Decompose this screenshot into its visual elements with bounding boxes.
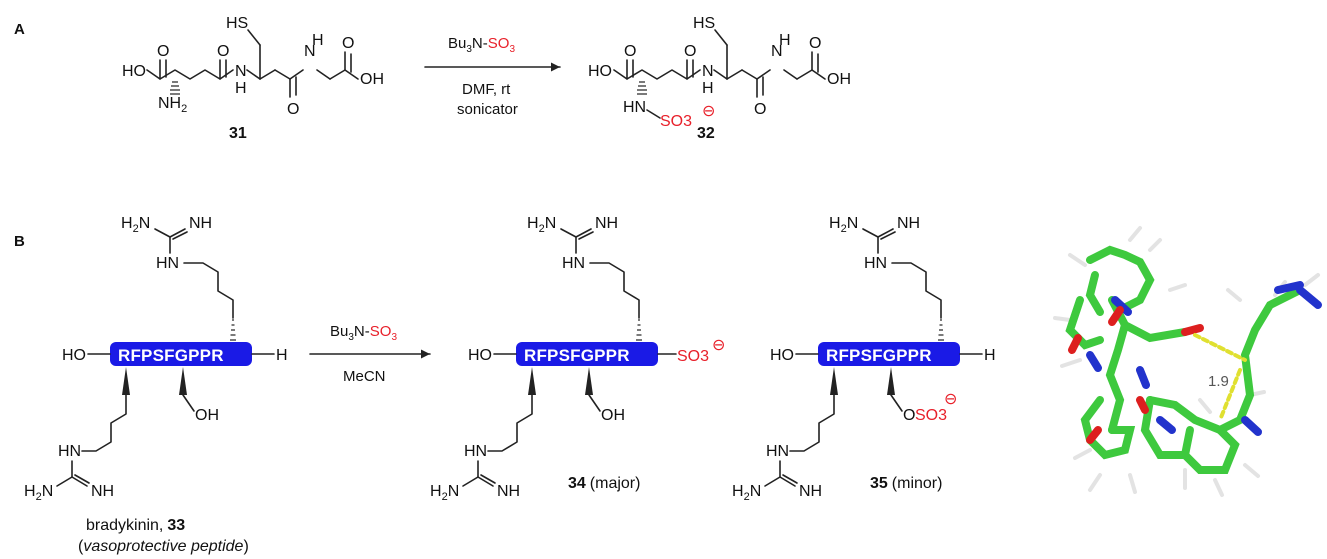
- compound-35-structure: RFPSFGPPR HO H HN NH H2N HN H2N NH O SO3: [732, 215, 996, 503]
- label-h: H: [779, 32, 791, 49]
- label-h2n: H2N: [829, 215, 858, 235]
- hydrogen-bond: [1218, 368, 1242, 422]
- label-ho: HO: [588, 63, 612, 80]
- label-ho: HO: [122, 63, 146, 80]
- label-charge-minus: ⊖: [944, 391, 957, 408]
- label-charge-minus: ⊖: [712, 337, 725, 354]
- label-h: H: [276, 347, 288, 364]
- label-oh: OH: [601, 407, 625, 424]
- label-h2n: H2N: [430, 483, 459, 503]
- label-oh: OH: [195, 407, 219, 424]
- label-o: O: [903, 407, 915, 424]
- model-oxygens: [1068, 306, 1204, 444]
- label-hn: HN: [58, 443, 81, 460]
- label-nh: NH: [91, 483, 114, 500]
- label-hn: HN: [562, 255, 585, 272]
- peptide-box: [818, 342, 960, 366]
- compound-33-name: bradykinin,33: [86, 517, 185, 534]
- label-o: O: [157, 43, 169, 60]
- compound-31-structure: HO O NH2 O N H HS O N H O OH: [122, 15, 384, 118]
- compound-34-structure: RFPSFGPPR HO SO3 ⊖ HN NH H2N HN H2N NH O: [430, 215, 725, 503]
- label-h: H: [702, 80, 714, 97]
- label-ho: HO: [468, 347, 492, 364]
- condition-sonicator: sonicator: [457, 101, 518, 118]
- peptide-sequence: RFPSFGPPR: [524, 346, 630, 365]
- hashed-bond-35: [938, 319, 944, 341]
- label-n: N: [235, 63, 247, 80]
- label-hn: HN: [766, 443, 789, 460]
- label-oh: OH: [827, 71, 851, 88]
- compound-33-structure: RFPSFGPPR HO H HN NH H2N HN H2N NH: [24, 215, 288, 503]
- label-o: O: [684, 43, 696, 60]
- label-charge-minus: ⊖: [702, 103, 715, 120]
- model-nitrogens: [1086, 281, 1322, 436]
- label-hs: HS: [226, 15, 248, 32]
- label-h: H: [312, 32, 324, 49]
- reaction-arrow-a: [424, 62, 561, 72]
- peptide-box: [110, 342, 252, 366]
- model-carbon-backbone: [1065, 245, 1304, 474]
- label-o: O: [754, 101, 766, 118]
- label-ho: HO: [770, 347, 794, 364]
- label-nh: NH: [799, 483, 822, 500]
- label-oh: OH: [360, 71, 384, 88]
- label-hn: HN: [623, 99, 646, 116]
- label-hn: HN: [464, 443, 487, 460]
- label-ho: HO: [62, 347, 86, 364]
- solvent-b: MeCN: [343, 368, 386, 385]
- label-o: O: [809, 35, 821, 52]
- hydrogen-bond: [1193, 333, 1247, 362]
- label-n: N: [304, 43, 316, 60]
- label-h2n: H2N: [121, 215, 150, 235]
- peptide-sequence: RFPSFGPPR: [118, 346, 224, 365]
- label-nh2: NH2: [158, 95, 187, 115]
- molecular-model-3d: 1.9: [1053, 226, 1322, 497]
- condition-solvent-a: DMF, rt: [462, 81, 511, 98]
- label-o: O: [287, 101, 299, 118]
- model-hydrogens: [1053, 226, 1320, 497]
- compound-31-number: 31: [229, 125, 247, 142]
- compound-32-number: 32: [697, 125, 715, 142]
- label-nh: NH: [189, 215, 212, 232]
- compound-34-caption: 34(major): [568, 475, 640, 492]
- peptide-sequence: RFPSFGPPR: [826, 346, 932, 365]
- label-nh: NH: [595, 215, 618, 232]
- label-h2n: H2N: [732, 483, 761, 503]
- label-nh: NH: [497, 483, 520, 500]
- label-n: N: [771, 43, 783, 60]
- label-o: O: [342, 35, 354, 52]
- hashed-bond-33: [230, 319, 236, 341]
- reagent-b: Bu3N-SO3: [330, 323, 397, 343]
- label-n: N: [702, 63, 714, 80]
- label-hn: HN: [864, 255, 887, 272]
- label-sulfonate: SO3: [660, 113, 692, 130]
- label-h2n: H2N: [527, 215, 556, 235]
- label-hs: HS: [693, 15, 715, 32]
- hashed-bond-34: [636, 319, 642, 341]
- reaction-arrow-b: [309, 349, 431, 359]
- label-h: H: [235, 80, 247, 97]
- panel-label-b: B: [14, 233, 25, 250]
- label-sulfonate: SO3: [915, 407, 947, 424]
- label-hn: HN: [156, 255, 179, 272]
- peptide-box: [516, 342, 658, 366]
- label-o: O: [624, 43, 636, 60]
- compound-33-description: (vasoprotective peptide): [78, 538, 249, 555]
- label-sulfonate: SO3: [677, 348, 709, 365]
- hbond-distance-label: 1.9: [1208, 373, 1229, 390]
- panel-label-a: A: [14, 21, 25, 38]
- compound-32-structure: HO O HN SO3 ⊖ O N H HS O N H O OH: [588, 15, 851, 130]
- label-nh: NH: [897, 215, 920, 232]
- compound-35-caption: 35(minor): [870, 475, 942, 492]
- label-h: H: [984, 347, 996, 364]
- hashed-bond-32: [637, 81, 647, 95]
- reagent-a: Bu3N-SO3: [448, 35, 515, 55]
- label-o: O: [217, 43, 229, 60]
- label-h2n: H2N: [24, 483, 53, 503]
- hashed-bond-31: [170, 81, 180, 95]
